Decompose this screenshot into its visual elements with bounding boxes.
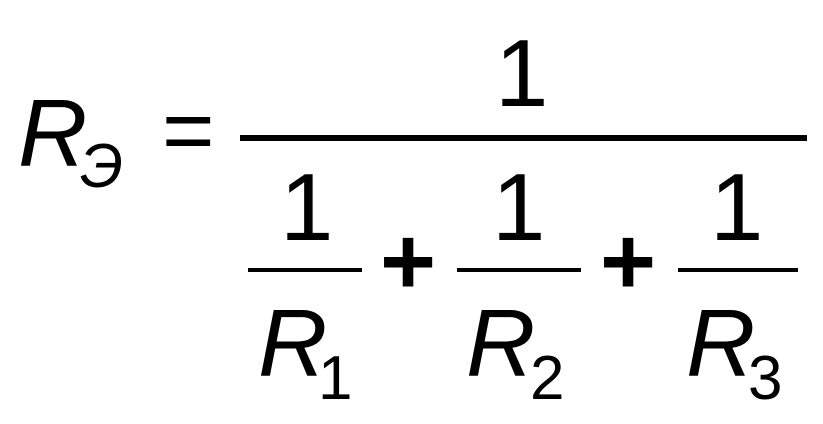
- term-2-fraction-bar: [457, 268, 581, 272]
- term-1-resistance-symbol: R: [258, 290, 328, 397]
- term-3-subscript: 3: [748, 344, 783, 413]
- term-1-numerator: 1: [280, 154, 334, 261]
- term-3-resistance-symbol: R: [686, 290, 756, 397]
- term-2-subscript: 2: [530, 344, 565, 413]
- main-numerator: 1: [495, 20, 549, 127]
- lhs-resistance-subscript: Э: [80, 132, 124, 201]
- term-1-subscript: 1: [318, 344, 353, 413]
- plus-sign-2: +: [600, 208, 657, 315]
- term-2-numerator: 1: [492, 154, 546, 261]
- term-1-fraction-bar: [248, 268, 362, 272]
- term-2-resistance-symbol: R: [466, 290, 536, 397]
- plus-sign-1: +: [380, 208, 437, 315]
- lhs-resistance-symbol: R: [18, 80, 88, 187]
- main-fraction-bar: [240, 135, 807, 141]
- equals-sign: =: [162, 81, 215, 181]
- term-3-numerator: 1: [710, 154, 764, 261]
- term-3-fraction-bar: [678, 268, 798, 272]
